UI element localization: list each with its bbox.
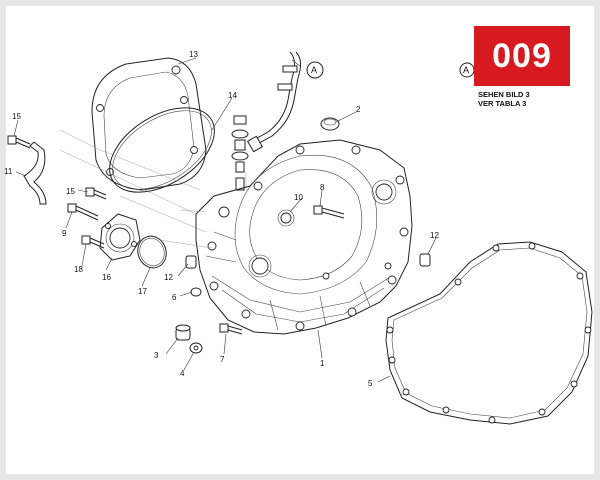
callout-2: 2: [356, 105, 361, 114]
cover-seal-ring: [109, 107, 215, 193]
flange-o-ring: [137, 235, 167, 269]
callout-16: 16: [102, 273, 111, 282]
callout-15b: 15: [66, 187, 75, 196]
callout-18: 18: [74, 265, 83, 274]
dowel-12-right: [419, 253, 431, 267]
reference-note-line1: SEHEN BILD 3: [478, 90, 530, 99]
plug-3: [175, 324, 191, 341]
callout-15a: 15: [12, 112, 21, 121]
breather-hose: [246, 51, 302, 153]
reference-marker-hose: A: [306, 61, 324, 79]
leader-lines: [13, 57, 437, 383]
callout-10: 10: [294, 193, 303, 202]
callout-3: 3: [154, 351, 159, 360]
page-number-badge: 009: [474, 26, 570, 86]
bolt-8: [313, 205, 345, 219]
callout-7: 7: [220, 355, 225, 364]
bolt-15b: [85, 187, 107, 200]
callout-1: 1: [320, 359, 325, 368]
engine-side-cover-housing: [195, 139, 413, 335]
callout-5: 5: [368, 379, 373, 388]
dowel-12-left: [185, 255, 197, 269]
reference-note-line2: VER TABLA 3: [478, 99, 527, 108]
banjo-fitting-stack: [231, 115, 249, 191]
bolt-7: [219, 323, 243, 335]
svg-text:A: A: [463, 65, 469, 75]
callout-8: 8: [320, 183, 325, 192]
reference-note: SEHEN BILD 3 VER TABLA 3: [478, 90, 530, 108]
reference-marker-legend: A: [459, 62, 475, 78]
bearing-flange: [99, 213, 141, 261]
callout-17: 17: [138, 287, 147, 296]
bolt-9: [67, 203, 99, 221]
callout-9: 9: [62, 229, 67, 238]
svg-text:A: A: [311, 65, 317, 75]
callout-14: 14: [228, 91, 237, 100]
bolt-15a: [7, 135, 31, 149]
washer-4: [189, 342, 203, 354]
callout-11: 11: [4, 167, 13, 176]
callout-12-right: 12: [430, 231, 439, 240]
callout-6: 6: [172, 293, 177, 302]
callout-labels: 13 14 2 15 15 11 9 18 16 17 12 6 10 8 12…: [4, 50, 439, 388]
washer-6: [190, 287, 202, 297]
callout-4: 4: [180, 369, 185, 378]
callout-12-left: 12: [164, 273, 173, 282]
callout-13: 13: [189, 50, 198, 59]
retaining-clip: [23, 141, 47, 205]
housing-gasket: [385, 241, 593, 425]
filler-cap: [320, 117, 340, 131]
